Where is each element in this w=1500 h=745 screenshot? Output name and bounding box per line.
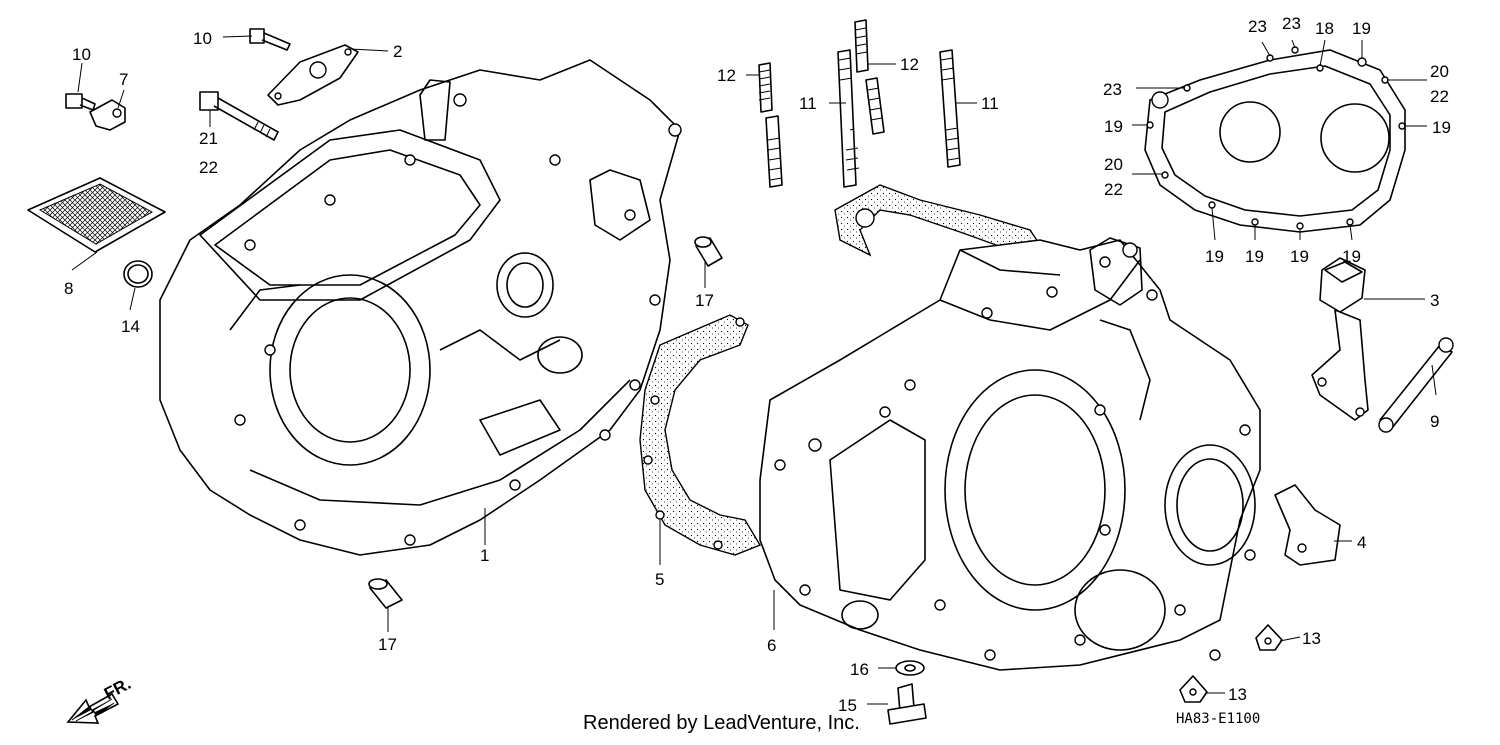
- oil-strainer-8: [27, 177, 166, 253]
- callout-23: 23: [1282, 14, 1301, 33]
- stud-11-mid: [837, 49, 860, 188]
- callout-19: 19: [1352, 19, 1371, 38]
- bolt-10-left: [65, 93, 96, 111]
- callout-10: 10: [193, 29, 212, 48]
- callout-2: 2: [393, 42, 402, 61]
- callout-19: 19: [1342, 247, 1361, 266]
- clip-13-lower: [1179, 675, 1208, 703]
- callout-17: 17: [378, 635, 397, 654]
- callout-17: 17: [695, 291, 714, 310]
- callout-12: 12: [900, 55, 919, 74]
- clip-13-upper: [1255, 624, 1283, 651]
- callout-13: 13: [1228, 685, 1247, 704]
- callout-18: 18: [1315, 19, 1334, 38]
- callout-22: 22: [199, 158, 218, 177]
- callout-21: 21: [199, 129, 218, 148]
- callout-22: 22: [1430, 87, 1449, 106]
- cover-gasket: [1144, 46, 1406, 233]
- leader-lines: [71, 35, 1437, 705]
- callout-11: 11: [799, 94, 817, 113]
- dowel-pin-17-upper: [694, 236, 723, 267]
- dowel-pin-17-lower: [368, 578, 403, 609]
- callout-1: 1: [480, 546, 489, 565]
- callout-20: 20: [1430, 62, 1449, 81]
- stud-12-left: [758, 62, 773, 113]
- diagram-code: HA83-E1100: [1176, 711, 1261, 727]
- callout-23: 23: [1248, 17, 1267, 36]
- callout-19: 19: [1245, 247, 1264, 266]
- callout-5: 5: [655, 570, 664, 589]
- callout-20: 20: [1104, 155, 1123, 174]
- callout-6: 6: [767, 636, 776, 655]
- rod-9: [1378, 337, 1454, 433]
- callout-10: 10: [72, 45, 91, 64]
- stud-11-left: [765, 115, 783, 188]
- drain-bolt-15: [887, 683, 927, 725]
- o-ring-14: [123, 260, 153, 288]
- callout-22: 22: [1104, 180, 1123, 199]
- callout-15: 15: [838, 696, 857, 715]
- callout-4: 4: [1357, 533, 1366, 552]
- callout-19: 19: [1104, 117, 1123, 136]
- callout-12: 12: [717, 66, 736, 85]
- callout-14: 14: [121, 317, 140, 336]
- bolt-10-upper: [249, 28, 291, 51]
- breather-plate: [267, 44, 359, 106]
- stud-11-right: [939, 49, 961, 168]
- callout-13: 13: [1302, 629, 1321, 648]
- bracket-4: [1274, 484, 1341, 566]
- callout-3: 3: [1430, 291, 1439, 310]
- duct-3: [1311, 257, 1369, 421]
- stud-12-mid: [854, 19, 869, 73]
- stud-12-right: [865, 77, 885, 135]
- callout-9: 9: [1430, 412, 1439, 431]
- callout-labels: 10 7 10 2 21 22 8 14 1 17 17 12 12 11 11…: [64, 14, 1451, 715]
- callout-8: 8: [64, 279, 73, 298]
- clamp-7: [89, 99, 126, 131]
- callout-11: 11: [981, 94, 999, 113]
- callout-7: 7: [119, 70, 128, 89]
- long-bolt-21: [199, 91, 279, 141]
- left-crankcase: [159, 59, 682, 556]
- callout-19: 19: [1432, 118, 1451, 137]
- callout-19: 19: [1290, 247, 1309, 266]
- washer-16: [895, 660, 925, 676]
- callout-23: 23: [1103, 80, 1122, 99]
- callout-19: 19: [1205, 247, 1224, 266]
- right-crankcase: [759, 237, 1261, 671]
- front-direction-arrow: FR.: [66, 674, 134, 724]
- rendered-by-credit: Rendered by LeadVenture, Inc.: [583, 712, 860, 734]
- callout-16: 16: [850, 660, 869, 679]
